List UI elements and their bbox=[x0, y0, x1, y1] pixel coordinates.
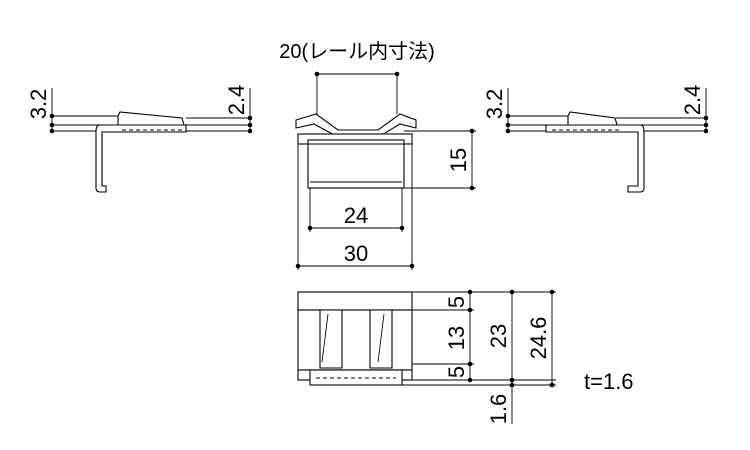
right-dim-3-2: 3.2 bbox=[482, 89, 507, 120]
right-dim-2-4: 2.4 bbox=[680, 85, 705, 116]
left-side-view: 3.2 2.4 bbox=[26, 85, 253, 193]
right-side-view: 3.2 2.4 bbox=[482, 85, 709, 193]
plan-dim-5-bottom: 5 bbox=[444, 366, 469, 378]
plan-dim-13: 13 bbox=[444, 326, 469, 350]
plan-dim-1-6: 1.6 bbox=[486, 394, 511, 425]
plan-dim-24-6: 24.6 bbox=[526, 317, 551, 360]
front-view: 15 24 30 bbox=[295, 71, 476, 270]
plan-dim-23: 23 bbox=[486, 324, 511, 348]
left-dim-3-2: 3.2 bbox=[26, 89, 51, 120]
front-dim-24: 24 bbox=[344, 203, 368, 228]
rail-inner-dimension-label: 20(レール内寸法) bbox=[279, 40, 435, 63]
plan-view: 5 13 5 23 24.6 1.6 bbox=[297, 289, 556, 425]
thickness-note: t=1.6 bbox=[584, 369, 634, 394]
left-dim-2-4: 2.4 bbox=[224, 85, 249, 116]
front-dim-30: 30 bbox=[344, 241, 368, 266]
front-dim-15: 15 bbox=[446, 148, 471, 172]
plan-dim-5-top: 5 bbox=[444, 296, 469, 308]
